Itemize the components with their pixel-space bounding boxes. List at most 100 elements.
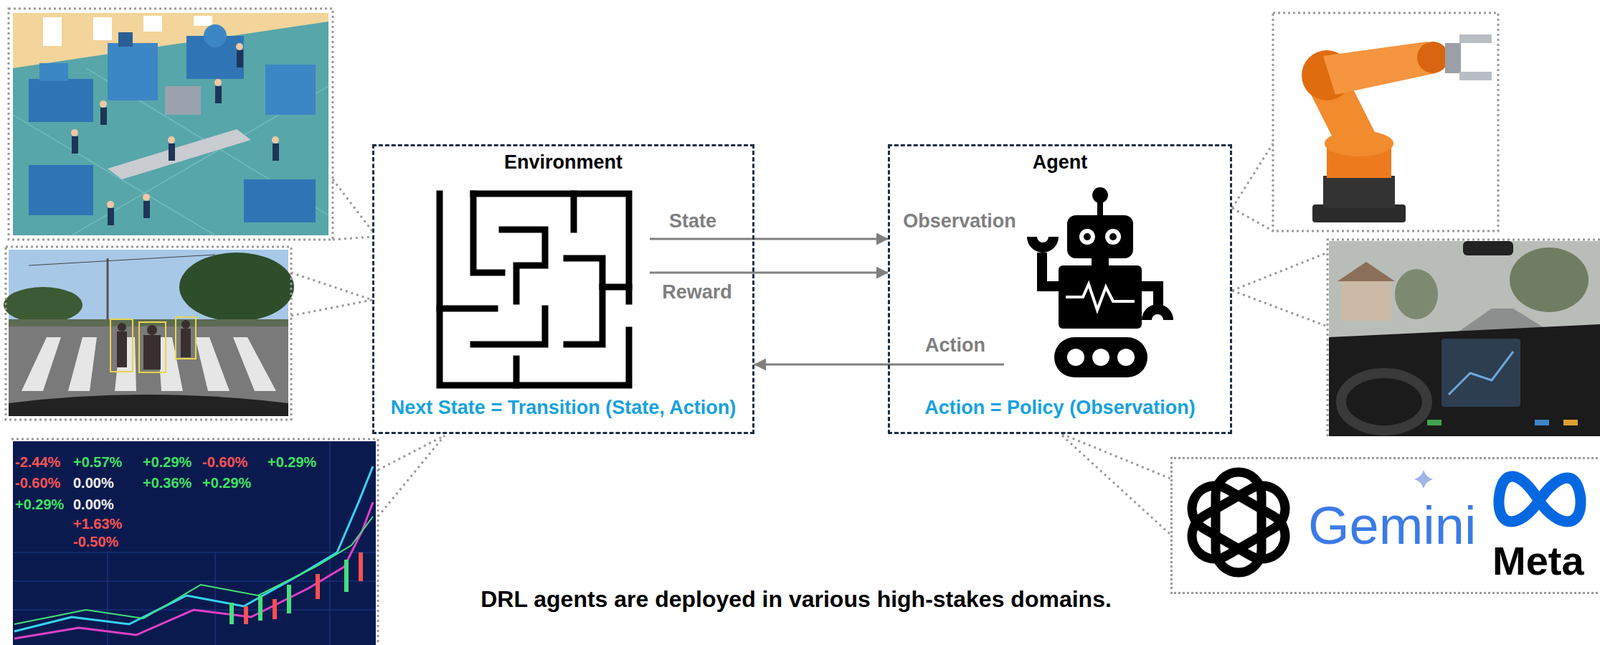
self-driving-car-photo [1327,239,1600,437]
pedestrian-photo [28,254,216,266]
factory-illustration [28,78,94,122]
reward-arrow [754,271,888,274]
factory-illustration [71,50,279,226]
factory-illustration [236,50,244,68]
self-driving-car-photo [1448,351,1514,395]
robot-icon [1097,200,1104,217]
pedestrian-photo [175,316,196,359]
pedestrian-photo [179,252,295,322]
factory-illustration [70,129,79,137]
robot-arm-photo [1417,41,1449,74]
leader-line [332,179,373,231]
robot-icon [1092,348,1110,366]
ticker-value: +0.29% [142,453,192,471]
pedestrian-photo [139,322,166,373]
self-driving-car-photo [1328,324,1600,437]
factory-illustration [235,43,244,51]
factory-illustration [107,43,158,101]
leader-line [1232,207,1273,231]
maze-icon [502,229,546,302]
openai-logo [1183,476,1294,567]
leader-line [1232,143,1273,208]
pedestrian-photo [21,337,61,391]
maze-icon [439,193,629,386]
robot-icon [1092,187,1109,203]
factory-illustration [28,164,94,216]
robot-icon [1067,348,1085,366]
leader-line [1062,435,1171,535]
ticker-value: -0.60% [202,453,248,471]
edge-label: State [669,210,717,233]
ticker-value: +0.36% [142,474,192,492]
pedestrian-photo [3,286,83,323]
factory-illustration [272,143,279,161]
factory-illustration [167,136,175,144]
factory-illustration [70,43,279,208]
factory-illustration [203,24,227,48]
openai-logo [1183,476,1294,567]
ticker-value: -0.50% [73,533,119,551]
robot-icon [1105,228,1121,245]
factory-illustration [12,12,329,69]
ticker-value: +0.29% [267,453,317,471]
stock-chart-photo [229,559,349,624]
factory-illustration [168,143,175,161]
factory-illustration [71,136,79,154]
factory-illustration [8,8,333,240]
self-driving-car-photo [1563,419,1578,426]
factory-illustration [118,32,133,47]
factory-illustration [8,8,333,240]
stock-chart-photo [14,502,373,639]
ticker-value: 0.00% [73,474,115,492]
ticker-value: -2.44% [15,453,61,471]
ticker-value: -0.60% [15,474,61,492]
factory-illustration [243,179,316,223]
factory-illustration [99,100,107,108]
self-driving-car-photo [1328,240,1600,437]
factory-illustration [12,114,216,236]
robot-icon [1065,283,1135,310]
stock-chart-photo [243,606,249,624]
robot-arm-photo [1272,12,1499,231]
self-driving-car-photo [1427,419,1442,426]
stock-chart-photo [12,441,376,645]
stock-chart-photo [14,516,373,624]
robot-icon [1037,252,1048,292]
factory-illustration [143,200,150,219]
robot-arm-photo [1459,34,1492,44]
caption: DRL agents are deployed in various high-… [480,585,1112,613]
robot-icon [1109,233,1117,241]
pedestrian-photo [110,316,196,373]
factory-illustration [271,136,279,144]
leader-line [291,299,373,316]
ticker-value: +0.29% [202,474,252,492]
leader-line [1232,252,1328,291]
factory-illustration [39,63,69,82]
pedestrian-photo [3,246,295,420]
self-driving-car-photo [1463,240,1514,256]
action-arrow [754,363,888,366]
leader-line [377,435,445,517]
robot-icon [1054,337,1148,378]
self-driving-car-photo [1394,268,1438,320]
stock-chart-photo [243,552,363,624]
robot-icon [1026,187,1174,378]
leader-line [332,236,373,240]
edge-label: Action [925,334,986,357]
robot-icon [1141,304,1174,320]
self-driving-car-photo [1327,239,1600,437]
pedestrian-photo [180,328,191,358]
self-driving-car-photo [1509,247,1589,312]
openai-logo [1183,471,1294,573]
pedestrian-photo [195,337,230,391]
pedestrian-photo [157,337,183,391]
factory-illustration [107,207,115,226]
stock-chart-photo [14,466,373,632]
stock-chart-photo [358,552,363,581]
transition-formula: Next State = Transition (State, Action) [390,396,736,419]
robot-icon [1091,256,1109,267]
box-title: Agent [1032,151,1088,174]
factory-illustration [142,193,150,201]
arrow-tail [649,238,755,241]
stock-chart-photo [286,584,292,614]
